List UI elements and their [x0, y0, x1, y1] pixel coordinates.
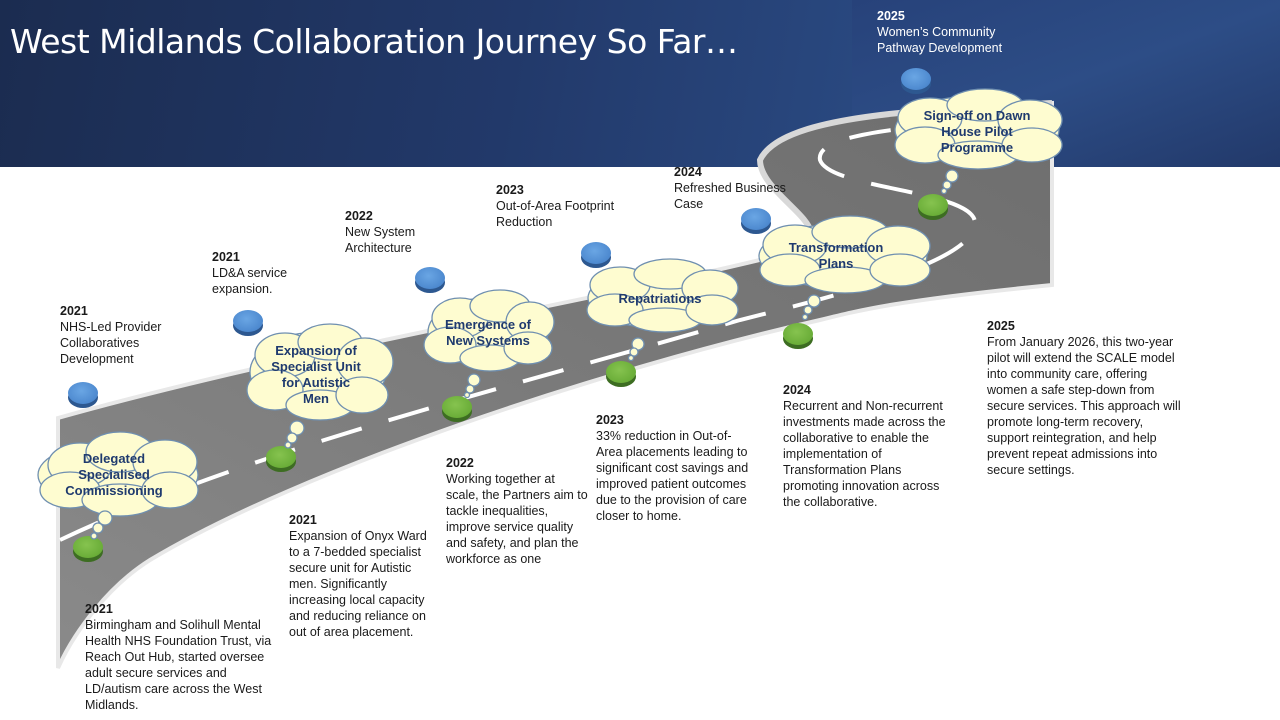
page-title: West Midlands Collaboration Journey So F… [10, 22, 738, 61]
road-center-line [59, 116, 1051, 542]
blue-milestone-dot [233, 310, 263, 336]
milestone-top-2: 2021 LD&A service expansion. [212, 249, 312, 297]
cloud-shape [423, 289, 555, 399]
blue-milestone-dot [68, 382, 98, 408]
milestone-year: 2025 [987, 319, 1015, 333]
milestone-year: 2023 [496, 183, 524, 197]
milestone-year: 2022 [446, 456, 474, 470]
green-milestone-dot [266, 446, 296, 472]
blue-milestone-dot [581, 242, 611, 268]
milestone-detail-4: 2023 33% reduction in Out-of-Area placem… [596, 412, 754, 524]
bubble-label-new-systems: Emergence of New Systems [445, 317, 531, 348]
milestone-year: 2022 [345, 209, 373, 223]
bubble-label-transformation-plans: Transformation Plans [788, 240, 884, 271]
milestone-text: Birmingham and Solihull Mental Health NH… [85, 618, 272, 712]
milestone-top-6: 2025 Women’s Community Pathway Developme… [877, 8, 1027, 56]
milestone-top-5: 2024 Refreshed Business Case [674, 164, 799, 212]
milestone-text: Refreshed Business Case [674, 181, 786, 211]
bubble-label-delegated-commissioning: Delegated Specialised Commissioning [65, 451, 163, 498]
cloud-shape [246, 323, 394, 449]
bubble-label-repatriations: Repatriations [618, 291, 702, 306]
cloud-shape [758, 215, 931, 321]
milestone-year: 2021 [289, 513, 317, 527]
milestone-text: From January 2026, this two-year pilot w… [987, 335, 1181, 477]
cloud-shape [586, 258, 739, 362]
milestone-text: New System Architecture [345, 225, 416, 255]
blue-milestone-dot [741, 208, 771, 234]
milestone-text: Expansion of Onyx Ward to a 7-bedded spe… [289, 529, 427, 639]
bubble-label-dawn-house: Sign-off on Dawn House Pilot Programme [923, 108, 1031, 155]
milestone-year: 2021 [85, 602, 113, 616]
milestone-year: 2023 [596, 413, 624, 427]
milestone-text: NHS-Led Provider Collaboratives Developm… [60, 320, 162, 366]
milestone-year: 2021 [212, 250, 240, 264]
milestone-top-3: 2022 New System Architecture [345, 208, 445, 256]
milestone-text: 33% reduction in Out-of-Area placements … [596, 429, 749, 523]
milestone-detail-2: 2021 Expansion of Onyx Ward to a 7-bedde… [289, 512, 437, 640]
green-milestone-dot [918, 194, 948, 220]
milestone-detail-5: 2024 Recurrent and Non-recurrent investm… [783, 382, 955, 510]
milestone-detail-3: 2022 Working together at scale, the Part… [446, 455, 588, 567]
bubble-label-specialist-unit: Expansion of Specialist Unit for Autisti… [271, 343, 361, 406]
blue-milestone-dot [415, 267, 445, 293]
milestone-year: 2021 [60, 304, 88, 318]
milestone-detail-1: 2021 Birmingham and Solihull Mental Heal… [85, 601, 275, 713]
milestone-text: LD&A service expansion. [212, 266, 288, 296]
milestone-year: 2025 [877, 9, 905, 23]
milestone-text: Working together at scale, the Partners … [446, 472, 588, 566]
milestone-text: Out-of-Area Footprint Reduction [496, 199, 615, 229]
green-milestone-dot [783, 323, 813, 349]
milestone-detail-6: 2025 From January 2026, this two-year pi… [987, 318, 1185, 478]
milestone-text: Women’s Community Pathway Development [877, 25, 1003, 55]
green-milestone-dot [606, 361, 636, 387]
green-milestone-dot [442, 396, 472, 422]
milestone-top-4: 2023 Out-of-Area Footprint Reduction [496, 182, 636, 230]
milestone-year: 2024 [674, 165, 702, 179]
milestone-text: Recurrent and Non-recurrent investments … [783, 399, 946, 509]
cloud-shape [37, 431, 199, 540]
milestone-top-1: 2021 NHS-Led Provider Collaboratives Dev… [60, 303, 190, 367]
green-milestone-dot [73, 536, 103, 562]
blue-milestone-dot [901, 68, 931, 94]
milestone-year: 2024 [783, 383, 811, 397]
cloud-shape [894, 88, 1063, 195]
